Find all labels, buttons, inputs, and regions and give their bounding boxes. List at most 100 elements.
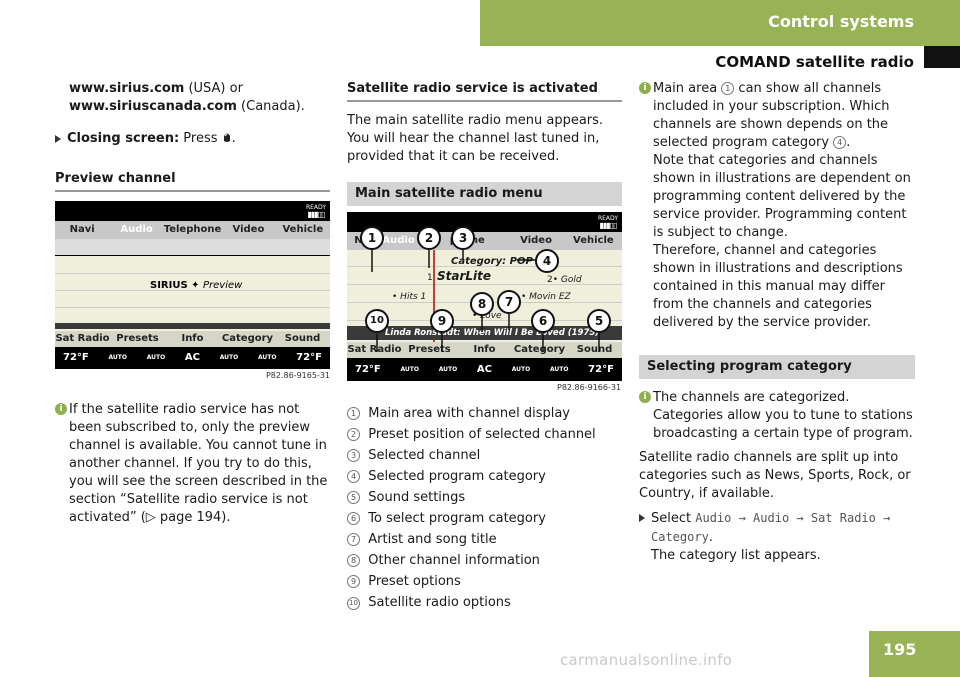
softkey2-presets[interactable]: Presets [408,344,451,355]
menu-audio[interactable]: Audio [120,224,153,235]
ac-label-2: AC [476,364,492,375]
ready-indicator-2: READY▮▮▮▯▯ [597,215,618,230]
url-note-usa: (USA) or [184,81,243,96]
softkey-category[interactable]: Category [221,333,274,344]
temp-right: 72°F [296,352,322,363]
categories-paragraph: Satellite radio channels are split up in… [639,450,911,501]
info1-c: . [846,135,851,150]
info-preview-note: i If the satellite radio service has not… [55,401,330,527]
menu-navi[interactable]: Navi [69,224,95,235]
channel-hits: • Hits 1 [392,292,427,302]
menu-vehicle-2[interactable]: Vehicle [573,235,614,246]
info-categories: i The channels are categorized. Categori… [639,389,915,443]
legend-item: 4 Selected program category [347,468,622,486]
siriuscanada-url[interactable]: www.siriuscanada.com [69,99,237,114]
column-right: i Main area 1 can show all channels incl… [639,80,915,565]
auto-fan-right-2: AUTO [511,366,531,373]
softkey2-info[interactable]: Info [473,344,496,355]
legend-list: 1 Main area with channel display 2 Prese… [347,405,622,612]
page-number: 195 [869,631,960,677]
softkey-sat-radio[interactable]: Sat Radio [55,333,110,344]
channel-movin: • Movin EZ [521,292,571,302]
menu-video[interactable]: Video [232,224,265,235]
screen1-bottom-menu: Sat Radio Presets Info Category Sound [55,331,330,347]
sirius-logo: SIRIUS [150,280,188,291]
callout-10: 10 [365,309,389,333]
callout-5: 5 [587,309,611,333]
legend-item: 3 Selected channel [347,447,622,465]
preview-channel-heading: Preview channel [55,170,330,192]
info-icon: i [55,403,67,415]
ready-indicator: READY▮▮▮▯▯ [305,204,326,219]
temp-left-2: 72°F [355,364,381,375]
main-menu-bar: Main satellite radio menu [347,182,622,206]
menu-audio-2[interactable]: Audio [382,235,415,246]
auto-fan-left-2: AUTO [438,366,458,373]
column-middle: Satellite radio service is activated The… [347,80,622,615]
subsection-title: COMAND satellite radio [715,53,914,71]
watermark: carmanualsonline.info [560,651,733,669]
url-note-canada: (Canada). [236,99,305,114]
select-end: . [708,530,713,545]
legend-item: 1 Main area with channel display [347,405,622,423]
legend-item: 8 Other channel information [347,552,622,570]
screen2-reference: P82.86-9166-31 [557,383,622,392]
temp-right-2: 72°F [588,364,614,375]
back-button-icon [223,133,230,142]
callout-8: 8 [470,292,494,316]
ac-label: AC [184,352,200,363]
preview-label: Preview [203,280,243,291]
menu-telephone[interactable]: Telephone [163,224,222,235]
legend-item: 2 Preset position of selected channel [347,426,622,444]
auto-fan-right: AUTO [219,354,239,361]
selected-channel: StarLite [437,269,492,283]
header-marker [924,46,960,68]
info-icon: i [639,391,651,403]
softkey-presets[interactable]: Presets [116,333,159,344]
menu-path: Audio → Audio → Sat Radio → Category [651,511,891,544]
legend-item: 6 To select program category [347,510,622,528]
column-left: www.sirius.com (USA) or www.siriuscanada… [55,80,330,527]
softkey2-sound[interactable]: Sound [576,344,613,355]
info1-a: Main area [653,81,722,96]
legend-item: 9 Preset options [347,573,622,591]
softkey2-sat-radio[interactable]: Sat Radio [347,344,402,355]
closing-text: Press [179,131,222,146]
callout-4: 4 [535,249,559,273]
softkey-sound[interactable]: Sound [284,333,321,344]
legend-item: 5 Sound settings [347,489,622,507]
climate-bar-2: 72°F AUTO AUTO AC AUTO AUTO 72°F [347,359,622,381]
artist-song-title: Linda Ronstadt: When Will I Be Loved (19… [347,326,622,340]
selecting-category-bar: Selecting program category [639,355,915,379]
select-label: Select [651,511,696,526]
ref-4: 4 [833,136,847,149]
select-step: Select Audio → Audio → Sat Radio → Categ… [639,509,915,565]
auto-right: AUTO [257,354,277,361]
softkey2-category[interactable]: Category [513,344,566,355]
auto-left-2: AUTO [400,366,419,373]
menu-n[interactable]: N [354,235,363,246]
callout-7: 7 [497,290,521,314]
closing-end: . [231,131,236,146]
sirius-url[interactable]: www.sirius.com [69,81,185,96]
menu-video-2[interactable]: Video [520,235,552,246]
softkey-info[interactable]: Info [181,333,204,344]
callout-3: 3 [451,226,475,250]
info-main-area: i Main area 1 can show all channels incl… [639,80,915,332]
auto-left: AUTO [108,354,127,361]
temp-left: 72°F [63,352,89,363]
screen1-top-menu: Navi Audio Telephone Video Vehicle [55,221,330,239]
selection-marker [433,250,435,342]
legend-item: 7 Artist and song title [347,531,622,549]
category-list-appears: The category list appears. [651,548,821,563]
climate-bar: 72°F AUTO AUTO AC AUTO AUTO 72°F [55,347,330,369]
info1-p2: Note that categories and channels shown … [653,153,911,240]
ref-1: 1 [721,82,735,95]
section-header: Control systems [480,0,960,46]
closing-step: Closing screen: Press . [55,130,330,148]
info1-b: can show all channels included in your s… [653,81,890,150]
info2-text: The channels are categorized. Categories… [653,390,913,441]
service-intro: The main satellite radio menu appears. Y… [347,113,604,164]
closing-label: Closing screen: [67,131,180,146]
menu-vehicle[interactable]: Vehicle [282,224,324,235]
